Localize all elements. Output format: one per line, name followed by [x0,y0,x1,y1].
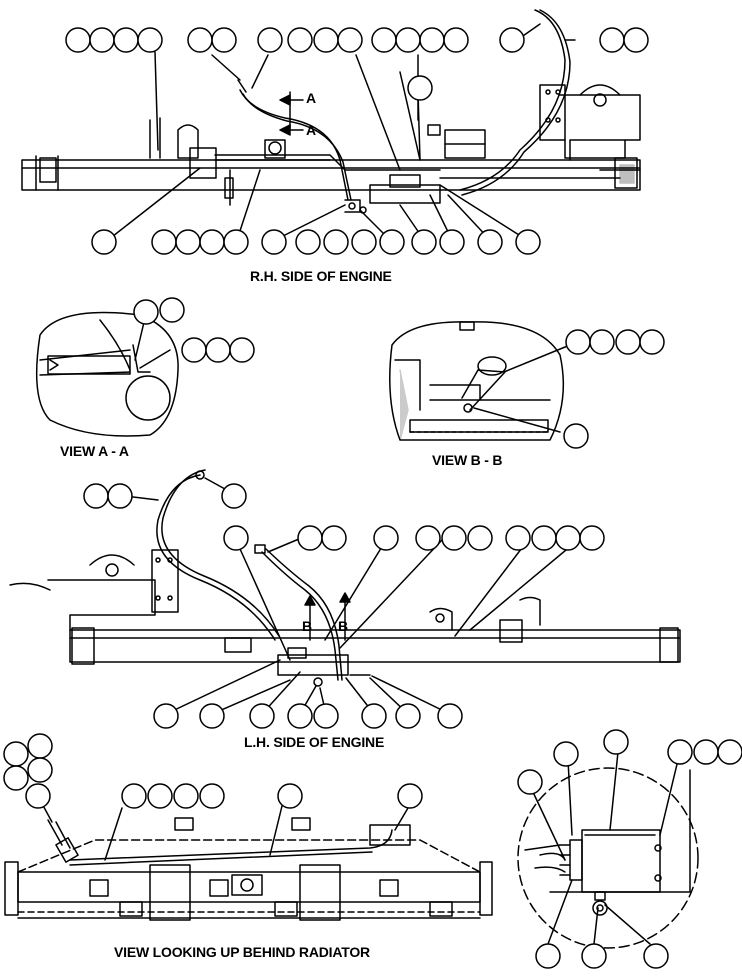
radiator-crossmember [18,872,480,902]
rh-frame-rail [22,160,640,190]
detail-boundary [518,768,698,948]
view-bb-outline [390,322,564,440]
rh-hose [460,10,565,190]
caption-view-aa: VIEW A - A [60,443,129,459]
radiator-harness [70,830,392,860]
detail-circle-view [518,730,742,968]
lh-callout-balloons [84,484,604,728]
lh-hose [157,475,275,640]
view-aa-outline [37,313,178,437]
rh-manifold-block [370,185,440,203]
view-marker-b-right: B [338,618,349,634]
lh-engine-mount [48,580,155,630]
caption-view-radiator: VIEW LOOKING UP BEHIND RADIATOR [114,944,370,960]
view-marker-a-upper: A [306,90,317,106]
lh-frame-rail [70,630,680,662]
rh-engine-mount [560,95,640,160]
view-radiator [4,734,492,920]
view-bb [390,322,664,448]
rh-callout-balloons [66,28,648,254]
detail-balloons [518,730,742,968]
detail-control-box [582,830,660,892]
view-aa-balloons [134,298,254,362]
view-marker-a-lower: A [306,122,317,138]
radiator-balloons [4,734,422,808]
caption-rh-side: R.H. SIDE OF ENGINE [250,268,392,284]
rh-side-view [22,10,648,254]
lh-manifold-block [278,655,348,675]
view-marker-b-left: B [302,618,313,634]
lh-dipstick-tube [262,552,338,680]
view-bb-balloons [564,330,664,448]
caption-view-bb: VIEW B - B [432,452,503,468]
caption-lh-side: L.H. SIDE OF ENGINE [244,734,385,750]
view-aa [37,298,254,436]
lh-side-view [10,470,680,728]
view-bb-tube [462,370,505,410]
